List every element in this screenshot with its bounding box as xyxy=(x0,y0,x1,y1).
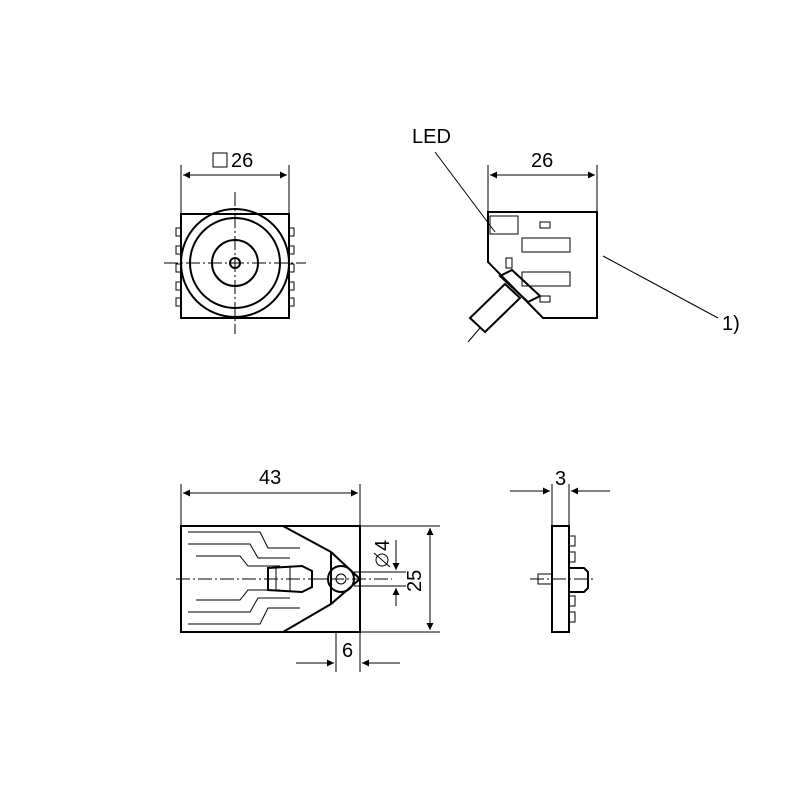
length-label: 43 xyxy=(259,467,281,489)
edge-view: 3 xyxy=(510,468,610,633)
square-symbol-icon xyxy=(212,152,228,168)
diameter-symbol-icon xyxy=(375,553,389,567)
hole-diameter-label: 4 xyxy=(372,540,394,551)
side-view: 26 LED 1) xyxy=(412,126,740,343)
side-width-label: 26 xyxy=(531,150,553,172)
top-view: 43 25 xyxy=(176,467,440,672)
height-label: 25 xyxy=(404,570,426,592)
front-square-size-label: 26 xyxy=(231,150,253,172)
front-view: 26 xyxy=(164,150,306,334)
cable xyxy=(468,282,522,334)
thickness-label: 3 xyxy=(555,468,566,490)
led-label: LED xyxy=(412,126,451,148)
hole-diameter-dim: 4 xyxy=(372,540,394,568)
footnote-ref-label: 1) xyxy=(722,313,740,335)
side-body xyxy=(487,211,598,319)
hole-offset-label: 6 xyxy=(342,640,353,662)
